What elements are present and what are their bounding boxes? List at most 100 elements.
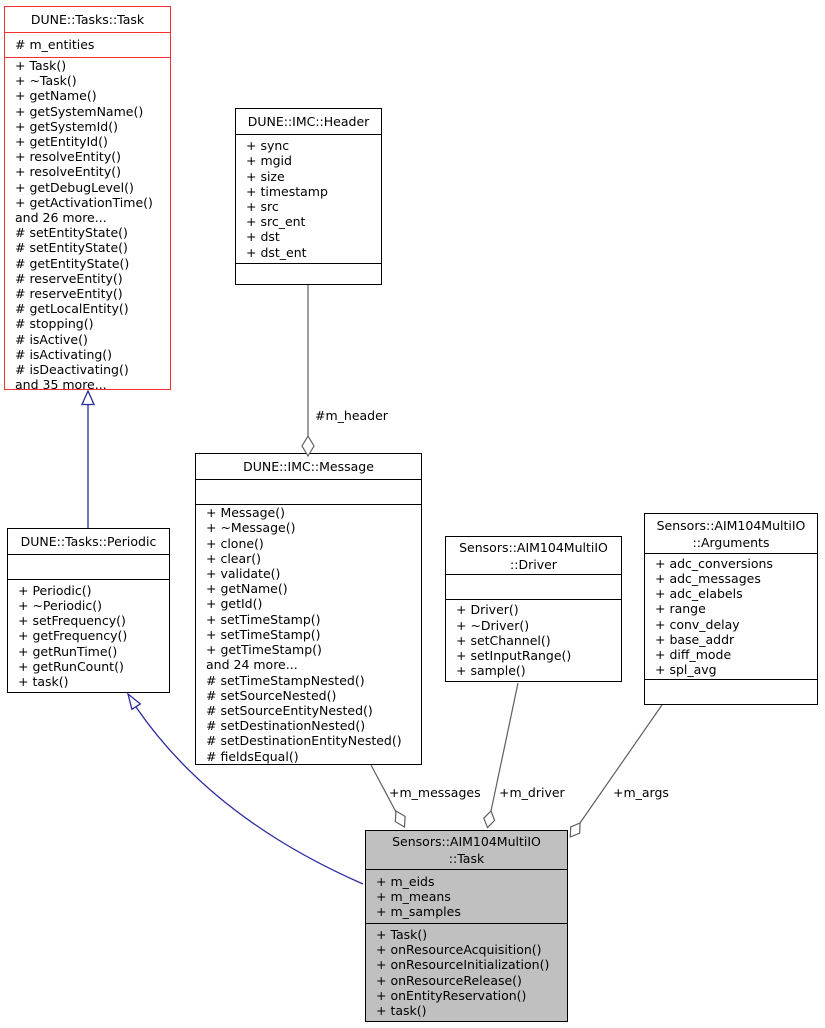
class-title: DUNE::IMC::Header [236, 109, 381, 134]
class-methods: + Driver()+ ~Driver()+ setChannel()+ set… [446, 599, 621, 681]
member-line: + Message() [206, 505, 285, 521]
member-line: + spl_avg [655, 662, 717, 678]
member-line: + m_means [376, 888, 451, 904]
member-line: # isActivating() [15, 346, 113, 362]
class-attributes: + m_eids+ m_means+ m_samples [366, 869, 567, 923]
aggregation-diamond [569, 822, 581, 838]
class-attributes: + sync+ mgid+ size+ timestamp+ src+ src_… [236, 134, 381, 263]
class-methods [645, 679, 817, 704]
member-line: + adc_messages [655, 570, 761, 586]
member-line: + adc_elabels [655, 586, 743, 602]
member-line: + mgid [246, 153, 292, 169]
class-attributes [196, 479, 421, 504]
class-methods: + Message()+ ~Message()+ clone()+ clear(… [196, 504, 421, 764]
member-line: + task() [376, 1002, 427, 1018]
class-node-dune-tasks-periodic[interactable]: DUNE::Tasks::Periodic + Periodic()+ ~Per… [7, 528, 170, 693]
member-line: + validate() [206, 566, 281, 582]
member-line: # isDeactivating() [15, 362, 129, 378]
member-line: + getName() [206, 581, 288, 597]
member-line: + size [246, 168, 285, 184]
member-line: + setTimeStamp() [206, 626, 321, 642]
class-methods: + Task()+ ~Task()+ getName()+ getSystemN… [5, 57, 170, 392]
class-node-sensors-aim104multiio-driver[interactable]: Sensors::AIM104MultiIO::Driver + Driver(… [445, 536, 622, 682]
member-line: + sync [246, 138, 290, 154]
inheritance-arrowhead [80, 389, 96, 406]
member-line: # getEntityState() [15, 255, 130, 271]
member-line: + diff_mode [655, 646, 732, 662]
member-line: + getSystemId() [15, 118, 118, 134]
edge-label-m-args: +m_args [613, 785, 669, 800]
member-line: DUNE::IMC::Message [243, 459, 374, 474]
member-line: + src_ent [246, 214, 306, 230]
member-line: + onResourceAcquisition() [376, 942, 542, 958]
member-line: + ~Task() [15, 73, 77, 89]
member-line: # reserveEntity() [15, 270, 123, 286]
member-line: + setInputRange() [456, 648, 572, 664]
member-line: + getRunTime() [18, 643, 118, 659]
member-line: + ~Message() [206, 520, 296, 536]
member-line: Sensors::AIM104MultiIO [392, 834, 541, 849]
member-line: + getSystemName() [15, 103, 144, 119]
member-line: + getFrequency() [18, 628, 128, 644]
member-line: and 24 more... [206, 657, 298, 673]
member-line: # setSourceEntityNested() [206, 702, 373, 718]
edge-label-m-header: #m_header [315, 408, 388, 423]
member-line: + getRunCount() [18, 658, 124, 674]
member-line: + base_addr [655, 631, 735, 647]
class-methods [236, 263, 381, 284]
member-line: + onEntityReservation() [376, 987, 527, 1003]
class-node-sensors-aim104multiio-arguments[interactable]: Sensors::AIM104MultiIO::Arguments + adc_… [644, 513, 818, 705]
member-line: # setEntityState() [15, 240, 128, 256]
member-line: + timestamp [246, 183, 328, 199]
member-line: + Task() [15, 58, 67, 73]
member-line: DUNE::IMC::Header [247, 114, 370, 129]
member-line: # stopping() [15, 316, 94, 332]
member-line: and 35 more... [15, 377, 107, 393]
class-node-sensors-aim104multiio-task[interactable]: Sensors::AIM104MultiIO::Task + m_eids+ m… [365, 830, 568, 1022]
class-title: DUNE::IMC::Message [196, 454, 421, 479]
class-title: Sensors::AIM104MultiIO::Driver [446, 537, 621, 574]
member-line: + adc_conversions [655, 555, 773, 571]
member-line: # isActive() [15, 331, 88, 347]
member-line: # setTimeStampNested() [206, 672, 365, 688]
class-node-dune-imc-message[interactable]: DUNE::IMC::Message + Message()+ ~Message… [195, 453, 422, 765]
member-line: + Task() [376, 926, 428, 942]
class-title: Sensors::AIM104MultiIO::Task [366, 831, 567, 869]
member-line: # setDestinationEntityNested() [206, 733, 402, 749]
member-line: # setSourceNested() [206, 687, 337, 703]
member-line: DUNE::Tasks::Periodic [20, 534, 157, 549]
member-line: + onResourceInitialization() [376, 957, 550, 973]
class-title: DUNE::Tasks::Periodic [8, 529, 169, 554]
member-line: + setChannel() [456, 632, 551, 648]
member-line: + getDebugLevel() [15, 179, 134, 195]
edge-label-m-driver: +m_driver [499, 785, 565, 800]
member-line: Sensors::AIM104MultiIO [459, 539, 608, 555]
class-attributes [8, 554, 169, 579]
member-line: + Driver() [456, 602, 519, 618]
member-line: DUNE::Tasks::Task [30, 12, 145, 27]
member-line: # m_entities [15, 37, 95, 53]
class-attributes [446, 574, 621, 599]
member-line: + range [655, 601, 706, 617]
member-line: + task() [18, 674, 69, 689]
class-node-dune-imc-header[interactable]: DUNE::IMC::Header + sync+ mgid+ size+ ti… [235, 108, 382, 285]
member-line: + onResourceRelease() [376, 972, 522, 988]
class-methods: + Periodic()+ ~Periodic()+ setFrequency(… [8, 579, 169, 692]
class-node-dune-tasks-task[interactable]: DUNE::Tasks::Task # m_entities + Task()+… [4, 6, 171, 392]
member-line: # reserveEntity() [15, 286, 123, 302]
member-line: # setEntityState() [15, 225, 128, 241]
member-line: + Periodic() [18, 582, 92, 598]
class-title: Sensors::AIM104MultiIO::Arguments [645, 514, 817, 553]
member-line: + resolveEntity() [15, 164, 121, 180]
member-line: + sample() [456, 663, 526, 679]
member-line: + m_eids [376, 873, 435, 889]
edge-label-m-messages: +m_messages [389, 785, 481, 800]
member-line: + src [246, 199, 279, 214]
member-line: + getTimeStamp() [206, 642, 322, 658]
member-line: and 26 more... [15, 210, 107, 226]
member-line: + clear() [206, 550, 262, 566]
member-line: + getActivationTime() [15, 194, 153, 210]
member-line: + ~Driver() [456, 617, 530, 633]
member-line: + setTimeStamp() [206, 611, 321, 627]
member-line: ::Arguments [692, 534, 770, 550]
